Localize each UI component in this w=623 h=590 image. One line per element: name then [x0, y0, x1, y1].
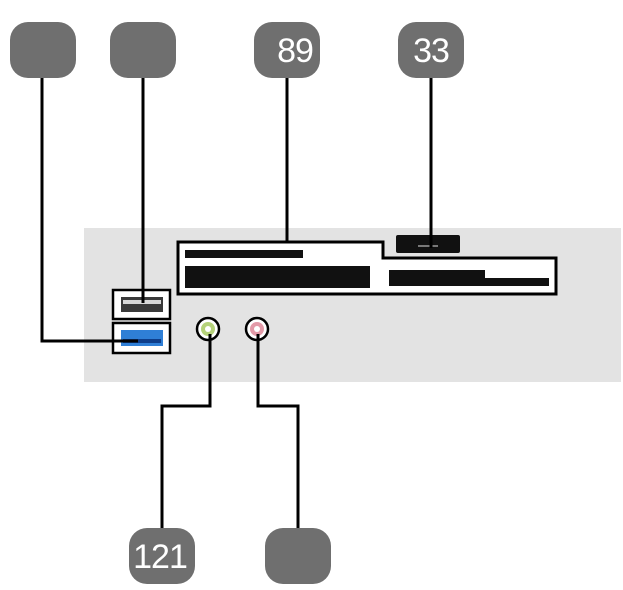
card-slot-top [185, 250, 303, 258]
callout-card-reader: 89 [254, 22, 320, 78]
usb-3-port-tongue [123, 339, 161, 343]
callout-badge [129, 528, 195, 584]
microphone-jack-hole [254, 326, 260, 332]
leader-line-microphone-jack [256, 334, 300, 540]
card-slot-large [185, 266, 370, 288]
callout-badge [254, 22, 320, 78]
optical-drive-button [396, 235, 460, 253]
headphone-jack-hole [205, 326, 211, 332]
callout-badge [398, 22, 464, 78]
callout-label: 121 [133, 538, 187, 576]
callout-badge [110, 22, 176, 78]
callout-badge [10, 22, 76, 78]
callout-usb-2-port [110, 22, 176, 78]
card-slot-right [389, 270, 485, 286]
usb-3-port-socket [121, 330, 163, 346]
callout-label: 89 [277, 32, 313, 70]
leader-line-headphone-jack [160, 334, 212, 540]
callout-label: 33 [413, 32, 449, 70]
callout-usb-3-port [10, 22, 76, 78]
callout-headphone-jack: 121 [129, 528, 195, 584]
leader-line-usb-3-port [40, 72, 138, 343]
card-slot-right-tail [485, 278, 549, 286]
callout-microphone-jack [265, 528, 331, 584]
callout-optical-drive-slot: 33 [398, 22, 464, 78]
callout-badge [265, 528, 331, 584]
